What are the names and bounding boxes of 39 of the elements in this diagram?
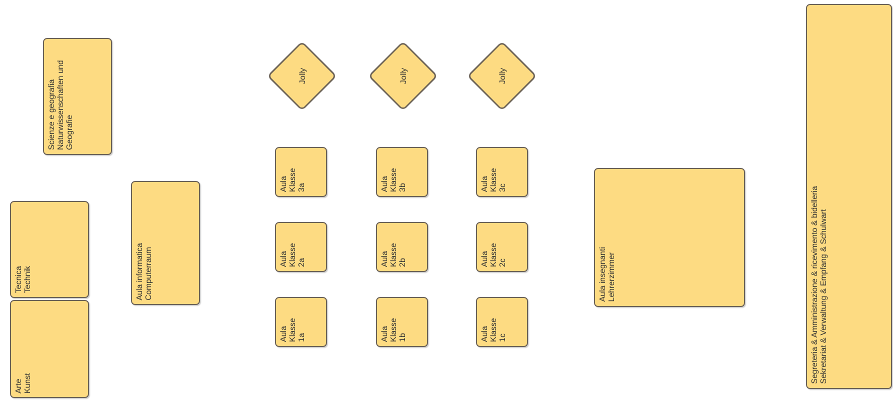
room-label: Aula informatica	[135, 242, 144, 300]
room-label: Naturwissenschaften und Geografie	[56, 59, 74, 150]
room-label: Aula Klasse 1c	[480, 316, 507, 342]
room-label: Aula Klasse 3c	[480, 166, 507, 192]
room-box	[376, 147, 428, 197]
room-label: Jolly	[398, 68, 408, 84]
room-box	[376, 222, 428, 272]
room-box	[10, 300, 89, 398]
room-label: Aula Klasse 3a	[279, 166, 306, 192]
room-box	[594, 168, 745, 307]
room-label: Aula Klasse 3b	[380, 166, 407, 192]
room-label: Segreteria & Amministrazione & ricevimento & bidelleria	[810, 186, 819, 384]
room-label: Scienze e geografia	[47, 78, 56, 150]
room-label: Arte	[14, 377, 23, 393]
room-box	[10, 201, 89, 298]
room-label: Lehrerzimmer	[607, 252, 616, 302]
room-label: Aula insegnanti	[598, 247, 607, 302]
room-label: Aula Klasse 1a	[279, 316, 306, 342]
room-box	[131, 181, 200, 305]
room-box	[275, 147, 327, 197]
room-label: Jolly	[498, 68, 506, 84]
room-box	[376, 297, 428, 347]
room-box	[476, 297, 528, 347]
room-label: Technik	[23, 266, 32, 293]
room-label: Aula Klasse 2b	[380, 242, 407, 267]
room-box	[275, 222, 327, 272]
room-label: Kunst	[23, 372, 32, 393]
room-label: Tecnica	[14, 266, 23, 293]
room-label: Jolly	[298, 68, 306, 84]
room-box	[476, 222, 528, 272]
room-label: Aula Klasse 2c	[480, 242, 507, 267]
room-box	[275, 297, 327, 347]
room-label: Aula Klasse 2a	[279, 242, 306, 267]
room-label: Sekretariat & Verwaltung & Empfang & Schulwart	[819, 208, 828, 384]
room-label: Computerraum	[144, 246, 153, 300]
room-box	[806, 4, 892, 389]
room-label: Aula Klasse 1b	[380, 316, 407, 342]
room-box	[476, 147, 528, 197]
room-box	[43, 38, 112, 155]
